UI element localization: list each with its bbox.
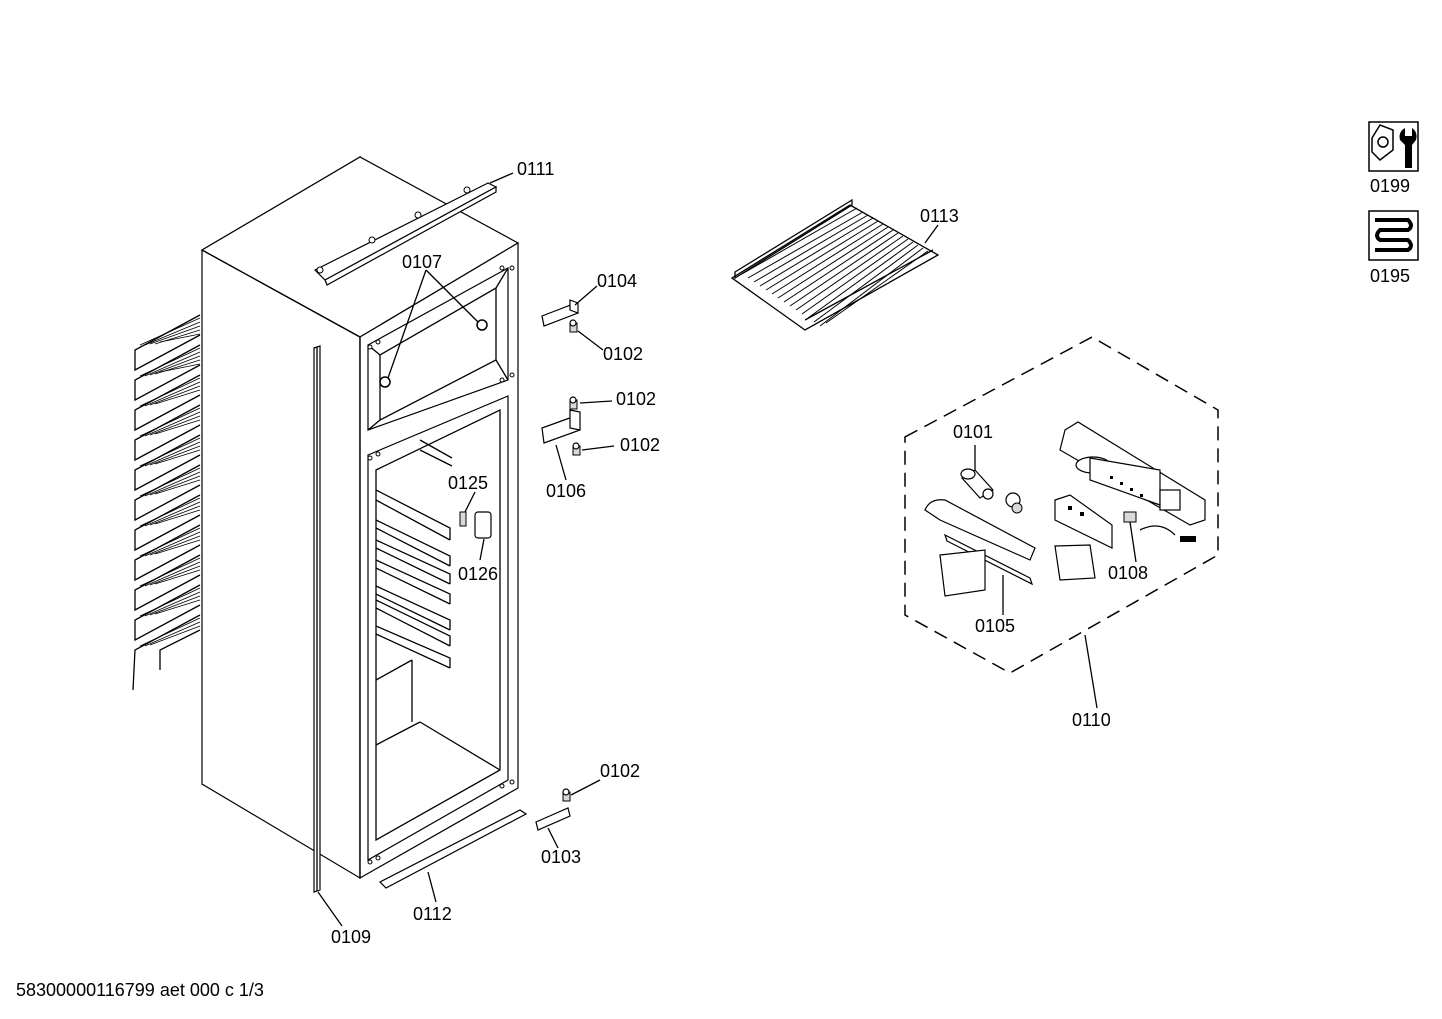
vertical-strip <box>313 345 321 893</box>
part-label: 0103 <box>541 847 581 867</box>
part-label: 0102 <box>616 389 656 409</box>
part-label: 0126 <box>458 564 498 584</box>
kit-boundary <box>904 336 1219 674</box>
part-label: 0106 <box>546 481 586 501</box>
part-label: 0102 <box>620 435 660 455</box>
part-label: 0109 <box>331 927 371 947</box>
part-label: 0107 <box>402 252 442 272</box>
cabinet-body <box>200 155 520 880</box>
condenser-coil <box>132 314 201 691</box>
part-label: 0105 <box>975 616 1015 636</box>
heating-coil-icon <box>1368 210 1419 261</box>
part-label: 0101 <box>953 422 993 442</box>
thermostat-housing <box>1059 421 1206 526</box>
wrench-nut-icon <box>1368 121 1419 172</box>
part-label: 0102 <box>603 344 643 364</box>
top-hinge-rail <box>313 182 498 286</box>
part-label: 0108 <box>1108 563 1148 583</box>
part-label: 0113 <box>920 206 959 226</box>
cover-block-0126 <box>474 511 492 539</box>
bottom-strip <box>378 809 528 889</box>
part-label: 0104 <box>597 271 637 291</box>
part-labels: 0111 0107 0104 0102 0102 0102 0106 0125 … <box>331 159 1148 947</box>
document-footer: 58300000116799 aet 000 c 1/3 <box>16 980 264 1000</box>
wire-shelf <box>730 198 940 331</box>
service-code: 0199 <box>1370 176 1410 196</box>
hinge-bracket-0103 <box>535 788 571 831</box>
heater-code: 0195 <box>1370 266 1410 286</box>
small-cover-block <box>1054 544 1096 581</box>
part-label: 0125 <box>448 473 488 493</box>
hinge-bracket-0104 <box>541 299 579 333</box>
part-label: 0112 <box>413 904 452 924</box>
hinge-bracket-0106 <box>541 396 581 456</box>
part-label: 0110 <box>1072 710 1111 730</box>
control-board <box>1054 494 1113 549</box>
part-label: 0102 <box>600 761 640 781</box>
lamp-0101 <box>960 468 1023 514</box>
part-label: 0111 <box>517 159 554 179</box>
leader-lines <box>317 172 1137 927</box>
small-clip-0125 <box>459 511 467 527</box>
light-cover-0105 <box>924 499 1036 597</box>
